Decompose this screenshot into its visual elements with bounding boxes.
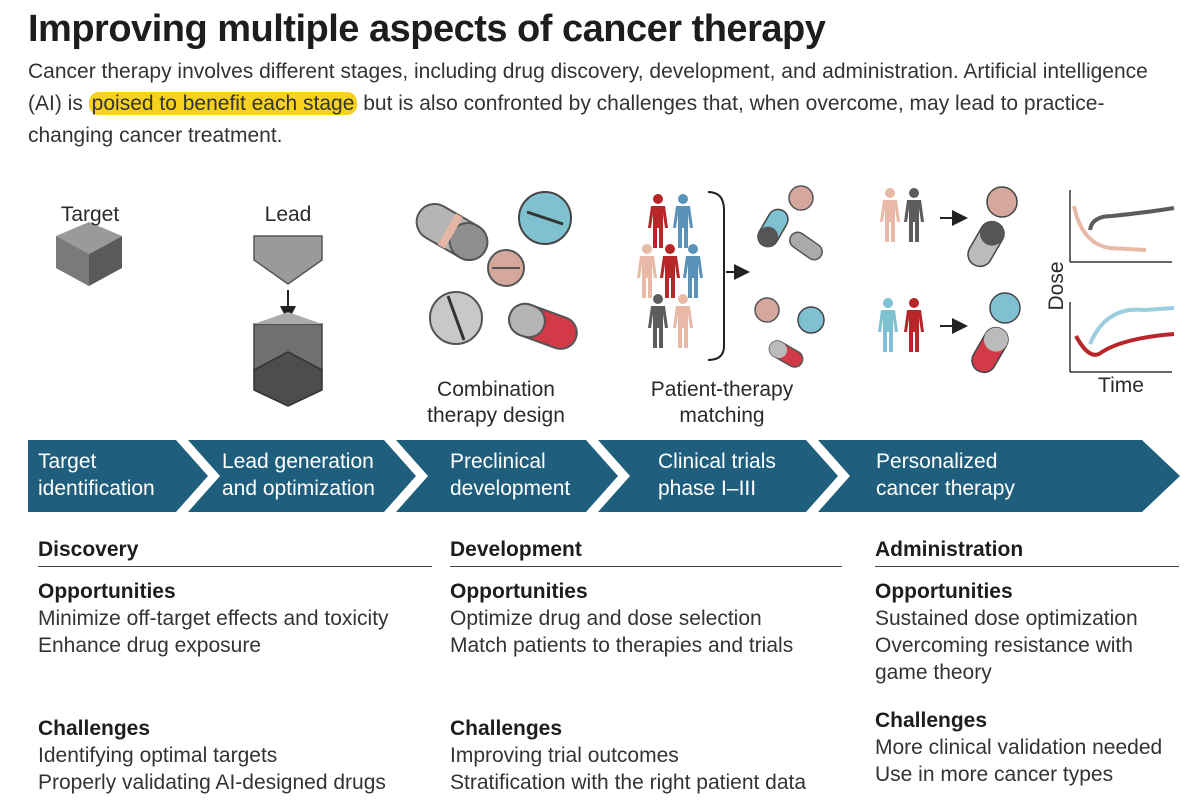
list-item: Minimize off-target effects and toxicity <box>38 607 389 630</box>
stage-line2: cancer therapy <box>876 477 1015 500</box>
opportunities-heading: Opportunities <box>38 580 176 603</box>
challenges-heading: Challenges <box>450 717 563 740</box>
list-item: Overcoming resistance with game theory <box>875 634 1133 684</box>
stage-banner <box>28 440 1180 512</box>
challenges-heading: Challenges <box>875 709 988 732</box>
stage-line1: Target <box>38 450 97 473</box>
stage-line1: Lead generation <box>222 450 374 473</box>
stage-lead-generation: Lead generation and optimization <box>222 448 375 502</box>
matched-pills-icon <box>754 185 825 368</box>
column-heading: Discovery <box>38 538 432 567</box>
opportunities-heading: Opportunities <box>875 580 1013 603</box>
stage-line2: identification <box>38 477 155 500</box>
list-item: Optimize drug and dose selection <box>450 607 762 630</box>
column-heading: Development <box>450 538 842 567</box>
dose-time-chart-icon <box>1069 190 1175 373</box>
intro-paragraph: Cancer therapy involves different stages… <box>28 56 1178 152</box>
combination-label-line1: Combination <box>437 378 555 401</box>
list-item: Identifying optimal targets <box>38 744 278 767</box>
administration-column: Administration Opportunities Sustained d… <box>875 538 1179 788</box>
column-heading: Administration <box>875 538 1179 567</box>
stage-preclinical: Preclinical development <box>450 448 570 502</box>
stage-line1: Preclinical <box>450 450 546 473</box>
opportunities-heading: Opportunities <box>450 580 588 603</box>
stage-line2: phase I–III <box>658 477 757 500</box>
list-item: Enhance drug exposure <box>38 634 261 657</box>
combination-pills-icon <box>415 191 578 350</box>
list-item: Use in more cancer types <box>875 763 1114 786</box>
stage-clinical-trials: Clinical trials phase I–III <box>658 448 776 502</box>
combination-label-line2: therapy design <box>427 404 565 427</box>
stage-personalized: Personalized cancer therapy <box>876 448 1015 502</box>
matching-label-line1: Patient-therapy <box>651 378 794 401</box>
intro-text-after: but is also confronted by challenges tha… <box>28 92 1105 147</box>
list-item: Match patients to therapies and trials <box>450 634 794 657</box>
stage-line1: Personalized <box>876 450 998 473</box>
intro-text-before: Cancer therapy involves different stages… <box>28 60 1148 115</box>
dose-axis-label: Dose <box>1045 261 1068 310</box>
lead-icon <box>253 235 323 407</box>
list-item: Sustained dose optimization <box>875 607 1138 630</box>
page-title: Improving multiple aspects of cancer the… <box>28 8 826 50</box>
list-item: Stratification with the right patient da… <box>450 771 807 794</box>
time-axis-label: Time <box>1098 374 1144 397</box>
target-label: Target <box>60 203 120 226</box>
development-column: Development Opportunities Optimize drug … <box>450 538 842 796</box>
lead-label: Lead <box>264 203 312 226</box>
patients-group-icon <box>637 194 703 348</box>
personalized-therapy-icon <box>878 186 1021 374</box>
stage-line2: and optimization <box>222 477 375 500</box>
stage-line2: development <box>450 477 571 500</box>
matching-label-line2: matching <box>679 404 764 427</box>
target-icon <box>56 222 122 286</box>
discovery-column: Discovery Opportunities Minimize off-tar… <box>38 538 432 796</box>
intro-highlight: poised to benefit each stage <box>88 92 358 115</box>
list-item: More clinical validation needed <box>875 736 1163 759</box>
stage-target-identification: Target identification <box>38 448 155 502</box>
list-item: Improving trial outcomes <box>450 744 679 767</box>
illustration-strip: Combination therapy design Patient-thera… <box>56 185 1175 427</box>
stage-line1: Clinical trials <box>658 450 776 473</box>
list-item: Properly validating AI-designed drugs <box>38 771 386 794</box>
challenges-heading: Challenges <box>38 717 151 740</box>
